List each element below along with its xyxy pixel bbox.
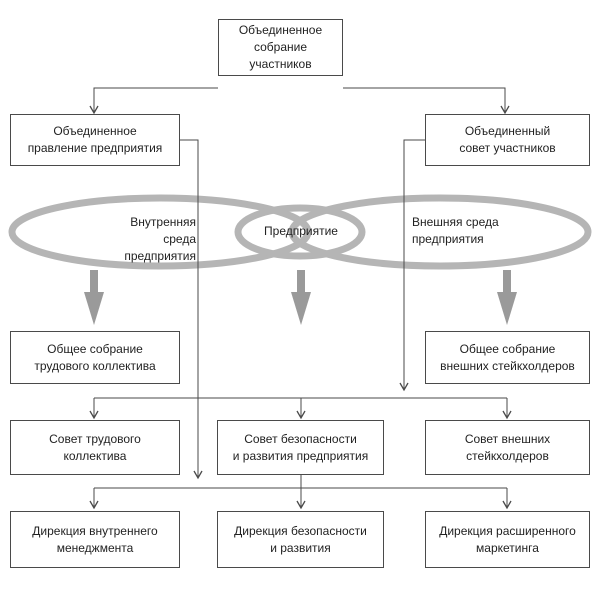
marketing-directorate-box: Дирекция расширенного маркетинга: [425, 511, 590, 568]
external-environment-ellipse: [288, 194, 592, 270]
thick-arrow-external: [497, 270, 517, 325]
general-meeting-staff-box: Общее собрание трудового коллектива: [10, 331, 180, 384]
joint-meeting-box: Объединенное собрание участников: [218, 19, 343, 76]
thick-arrow-internal: [84, 270, 104, 325]
connector-board-to-directorates: [180, 139, 203, 480]
internal-environment-label: Внутренняя среда предприятия: [124, 215, 196, 263]
joint-board-box: Объединенное правление предприятия: [10, 114, 180, 166]
thick-arrow-enterprise: [291, 270, 311, 325]
connector-meeting-to-council: [343, 87, 510, 115]
enterprise-label: Предприятие: [264, 224, 338, 238]
general-meeting-stakeholders-box: Общее собрание внешних стейкхолдеров: [425, 331, 590, 384]
security-development-directorate-box: Дирекция безопасности и развития: [217, 511, 384, 568]
enterprise-ellipse: [234, 204, 366, 260]
external-environment-label: Внешняя среда предприятия: [412, 215, 499, 246]
security-council-box: Совет безопасности и развития предприяти…: [217, 420, 384, 475]
connector-council-to-councils: [399, 139, 425, 392]
staff-council-box: Совет трудового коллектива: [10, 420, 180, 475]
joint-council-box: Объединенный совет участников: [425, 114, 590, 166]
stakeholders-council-box: Совет внешних стейкхолдеров: [425, 420, 590, 475]
internal-environment-ellipse: [8, 194, 312, 270]
internal-management-directorate-box: Дирекция внутреннего менеджмента: [10, 511, 180, 568]
connector-meeting-to-board: [89, 87, 218, 115]
